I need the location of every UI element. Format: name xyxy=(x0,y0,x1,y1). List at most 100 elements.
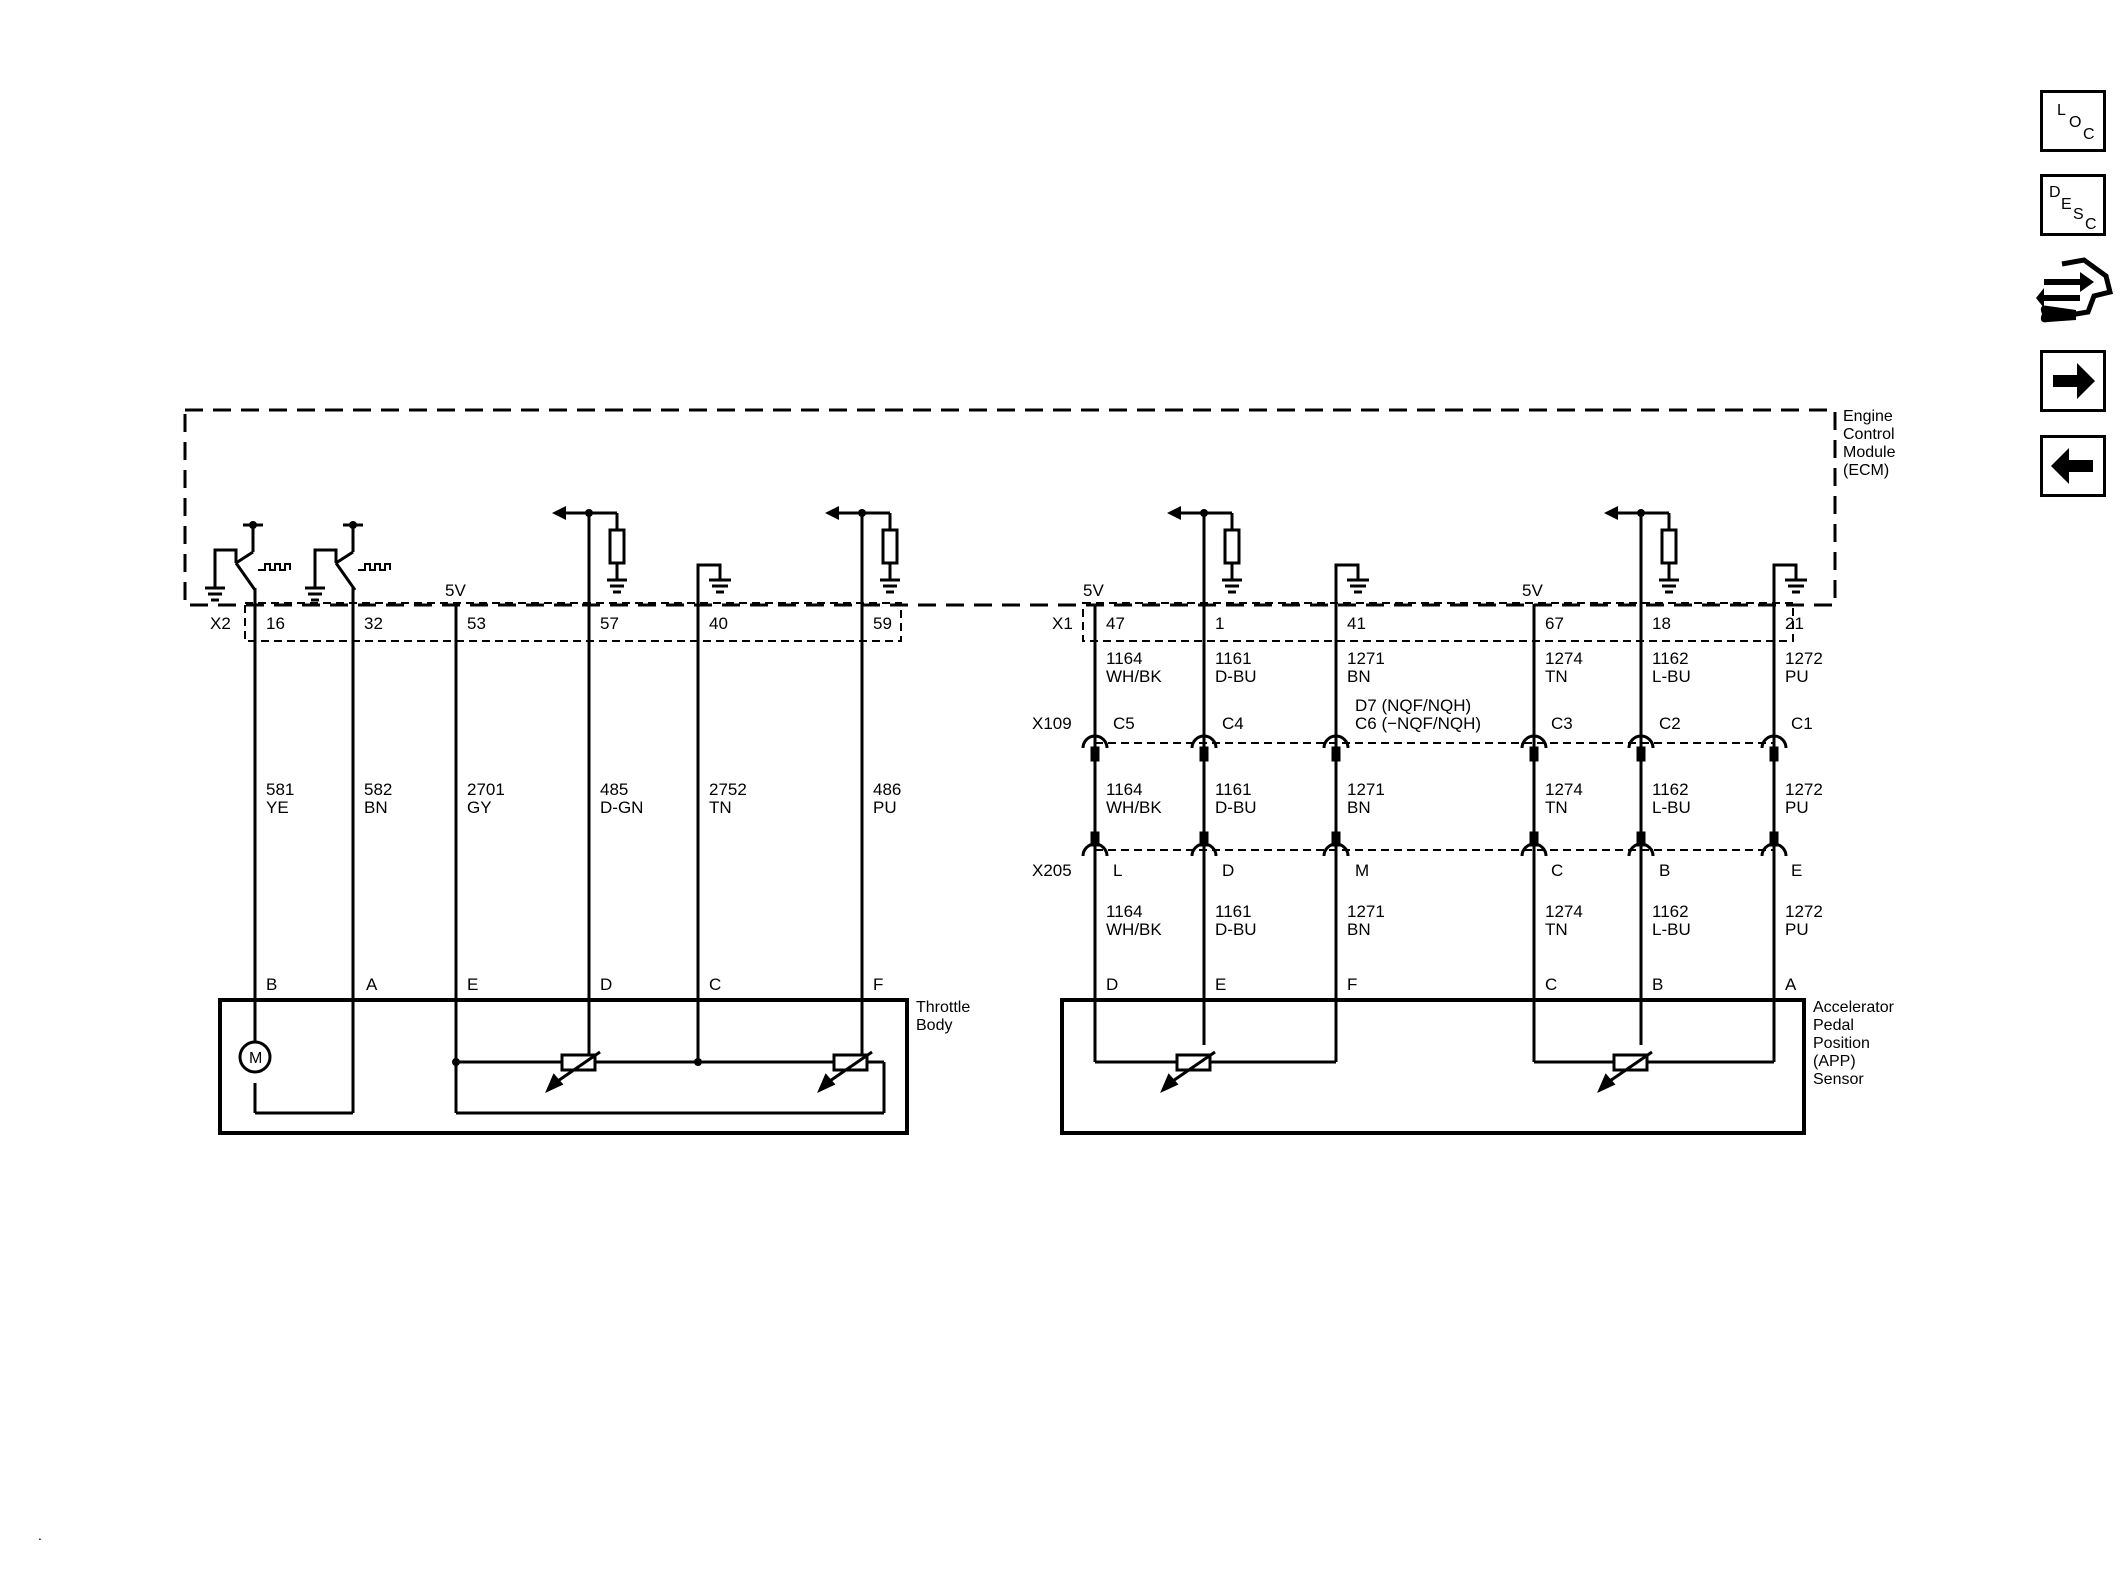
reference-voltage-label: 5V xyxy=(445,581,466,600)
svg-text:57: 57 xyxy=(600,614,619,633)
svg-text:Position: Position xyxy=(1813,1035,1870,1052)
throttle-body-pin-letters: B A E D C F xyxy=(266,975,883,994)
reference-voltage-label: 5V xyxy=(1522,581,1543,600)
svg-text:21: 21 xyxy=(1785,614,1804,633)
splice-dot xyxy=(694,1058,702,1066)
svg-text:TN: TN xyxy=(1545,798,1568,817)
desc-button[interactable]: D E S C xyxy=(2040,174,2106,236)
connector-end-view-button[interactable] xyxy=(2036,254,2116,334)
svg-text:59: 59 xyxy=(873,614,892,633)
svg-text:18: 18 xyxy=(1652,614,1671,633)
corner-mark: . xyxy=(38,1527,42,1543)
svg-text:D-BU: D-BU xyxy=(1215,798,1257,817)
svg-text:D: D xyxy=(1106,975,1118,994)
svg-text:L-BU: L-BU xyxy=(1652,798,1691,817)
svg-text:47: 47 xyxy=(1106,614,1125,633)
svg-text:A: A xyxy=(366,975,378,994)
svg-text:BN: BN xyxy=(1347,667,1371,686)
svg-text:L: L xyxy=(2057,102,2066,119)
desc-icon: D E S C xyxy=(2049,184,2097,233)
app-sensor-2 xyxy=(1597,1050,1653,1093)
svg-text:PU: PU xyxy=(1785,920,1809,939)
x1-label: X1 xyxy=(1052,614,1073,633)
svg-text:PU: PU xyxy=(1785,667,1809,686)
svg-text:Sensor: Sensor xyxy=(1813,1071,1864,1088)
svg-text:E: E xyxy=(1791,861,1802,880)
ecm-boundary xyxy=(183,408,1837,607)
svg-text:1164: 1164 xyxy=(1106,649,1143,668)
x109-note: D7 (NQF/NQH) C6 (−NQF/NQH) xyxy=(1355,696,1481,733)
svg-text:53: 53 xyxy=(467,614,486,633)
x2-connector-box xyxy=(244,602,902,642)
splice-dot xyxy=(452,1058,460,1066)
svg-text:16: 16 xyxy=(266,614,285,633)
svg-text:D: D xyxy=(1222,861,1234,880)
svg-text:C: C xyxy=(1545,975,1557,994)
svg-text:67: 67 xyxy=(1545,614,1564,633)
app-sensor-label: Accelerator Pedal Position (APP) Sensor xyxy=(1813,999,1895,1088)
svg-text:TN: TN xyxy=(709,798,732,817)
svg-text:32: 32 xyxy=(364,614,383,633)
svg-text:1271: 1271 xyxy=(1347,902,1385,921)
svg-text:F: F xyxy=(873,975,883,994)
svg-text:1274: 1274 xyxy=(1545,780,1583,799)
svg-text:1271: 1271 xyxy=(1347,780,1385,799)
svg-text:Body: Body xyxy=(916,1017,952,1034)
svg-text:A: A xyxy=(1785,975,1797,994)
svg-text:2701: 2701 xyxy=(467,780,505,799)
svg-text:L: L xyxy=(1113,861,1122,880)
svg-text:1161: 1161 xyxy=(1215,780,1252,799)
throttle-body-box xyxy=(218,998,909,1135)
svg-text:D-GN: D-GN xyxy=(600,798,643,817)
motor-label: M xyxy=(249,1050,262,1067)
svg-text:C2: C2 xyxy=(1659,714,1681,733)
x205-label: X205 xyxy=(1032,861,1072,880)
svg-text:F: F xyxy=(1347,975,1357,994)
svg-text:E: E xyxy=(467,975,478,994)
svg-text:C4: C4 xyxy=(1222,714,1244,733)
tps1-input-arrow xyxy=(565,511,627,594)
svg-text:1161: 1161 xyxy=(1215,649,1252,668)
svg-text:(APP): (APP) xyxy=(1813,1053,1856,1070)
svg-text:WH/BK: WH/BK xyxy=(1106,667,1162,686)
throttle-circuit-labels: 581 YE 582 BN 2701 GY 485 D-GN 2752 TN 4… xyxy=(266,780,901,817)
x2-pin-numbers: 16 32 53 57 40 59 xyxy=(266,614,892,633)
svg-text:1271: 1271 xyxy=(1347,649,1385,668)
svg-text:1162: 1162 xyxy=(1652,780,1689,799)
svg-text:485: 485 xyxy=(600,780,628,799)
back-button[interactable] xyxy=(2040,435,2106,497)
svg-text:40: 40 xyxy=(709,614,728,633)
svg-text:1161: 1161 xyxy=(1215,902,1252,921)
motor-driver-switch-16 xyxy=(205,523,291,602)
svg-text:1: 1 xyxy=(1215,614,1224,633)
app2-input-arrow xyxy=(1617,511,1679,594)
svg-text:TN: TN xyxy=(1545,667,1568,686)
throttle-body-label: Throttle Body xyxy=(916,999,970,1034)
svg-text:1274: 1274 xyxy=(1545,902,1583,921)
svg-text:BN: BN xyxy=(364,798,388,817)
svg-text:C: C xyxy=(1551,861,1563,880)
app-sensor-1 xyxy=(1160,1050,1216,1093)
app-low-reference-ground-21 xyxy=(1772,563,1807,604)
svg-text:S: S xyxy=(2073,206,2084,223)
next-button[interactable] xyxy=(2040,350,2106,412)
x1-pin-numbers: 47 1 41 67 18 21 xyxy=(1106,614,1804,633)
svg-text:1272: 1272 xyxy=(1785,649,1823,668)
svg-text:E: E xyxy=(1215,975,1226,994)
svg-text:1164: 1164 xyxy=(1106,780,1143,799)
inline-terminals xyxy=(1081,734,1788,857)
svg-text:D: D xyxy=(2049,184,2061,201)
svg-text:PU: PU xyxy=(1785,798,1809,817)
app-sensor-box xyxy=(1060,998,1806,1135)
svg-text:D-BU: D-BU xyxy=(1215,667,1257,686)
x2-label: X2 xyxy=(210,614,231,633)
loc-button[interactable]: L O C xyxy=(2040,90,2106,152)
reference-voltage-label: 5V xyxy=(1083,581,1104,600)
ecm-label: Engine Control Module (ECM) xyxy=(1843,408,1896,479)
svg-text:41: 41 xyxy=(1347,614,1366,633)
svg-text:M: M xyxy=(1355,861,1369,880)
motor-driver-switch-32 xyxy=(305,523,391,602)
svg-text:1164: 1164 xyxy=(1106,902,1143,921)
